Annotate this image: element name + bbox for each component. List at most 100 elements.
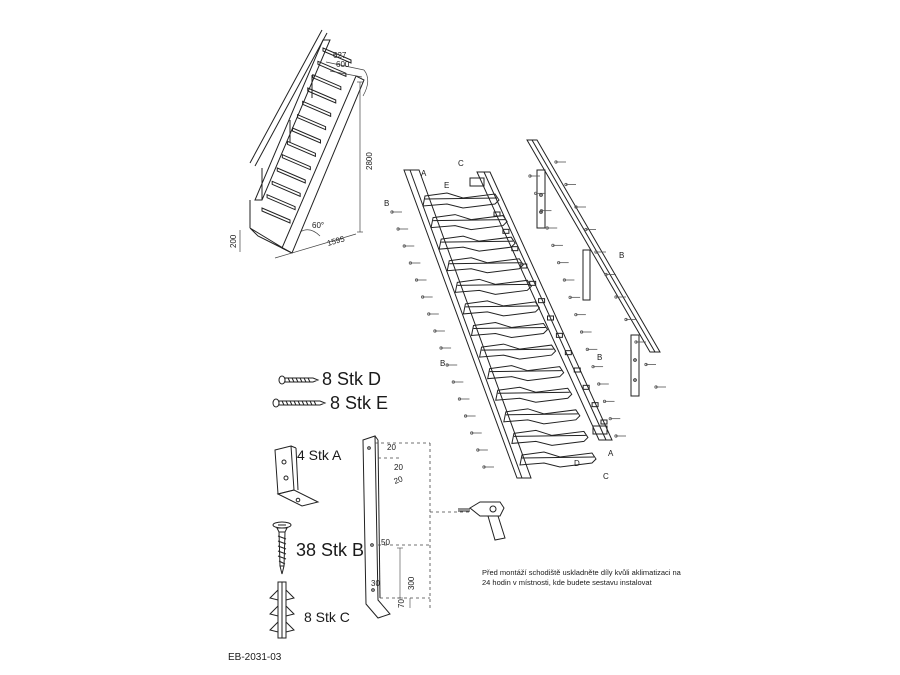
tread-edge [433,219,506,222]
screw-d-quantity: 8 Stk D [322,369,382,389]
exploded-staircase [403,169,613,479]
overview-tread [266,193,296,211]
marker-b-left-mid: B [440,359,445,368]
tread-edge [497,391,570,394]
screw-marker-head [402,244,406,248]
screw-e-quantity: 8 Stk E [330,393,389,413]
screw-marker-head [421,295,425,299]
screw-marker-head [551,243,555,247]
tread-edge [481,348,554,351]
acclimatization-note: Před montáží schodiště uskladněte díly k… [482,568,681,587]
overview-tread [297,113,327,131]
tread-edge [473,327,546,329]
screw-d-icon [278,375,320,385]
screw-marker-head [624,317,628,322]
tread [462,300,541,317]
screw-marker-head [482,465,486,469]
dim-20-c: 20 [393,474,405,486]
dim-20-b: 20 [394,463,403,472]
dim-300: 300 [407,576,416,590]
dim-2800: 2800 [365,152,374,170]
screw-markers [390,160,666,469]
marker-e-top: E [444,181,449,190]
dim-200: 200 [229,234,238,248]
marker-c-bottom: C [603,472,609,481]
screw-marker-head [427,312,431,316]
stringer-slot [555,332,563,338]
stringer-dimension-lines [397,547,411,608]
screw-marker-head [463,414,468,418]
stringer-slot [573,367,581,373]
screw-marker-head [557,261,561,265]
tread [438,235,516,252]
screw-marker-head [579,330,584,334]
overview-treads [261,47,352,224]
tread [519,451,597,468]
anchor-c-quantity: 8 Stk C [304,609,350,625]
drill-icon [458,501,506,541]
marker-d-bottom: D [574,459,580,468]
dim-627: 627 [333,51,347,60]
screw-e-icon [272,398,327,408]
overview-tread [322,47,352,64]
screw-marker-head [396,227,400,231]
overview-tread [276,167,306,184]
screw-marker-head [594,250,598,254]
screw-marker-head [445,363,449,367]
stringer-slot [511,246,519,252]
handrail-assembly [526,139,661,397]
stringer-slot [538,298,546,304]
overview-tread [307,87,337,104]
screw-marker-head [602,399,607,403]
screw-marker-head [568,295,572,299]
exploded-treads [422,192,608,468]
wall-anchor-c-icon [269,581,295,639]
screw-marker-head [539,209,544,213]
tread [503,408,581,425]
marker-b-left-top: B [384,199,389,208]
screw-marker-head [584,227,588,232]
marker-b-right-mid: B [597,353,602,362]
tread [487,365,565,382]
stringer-slot [582,384,590,390]
stringer-slot [547,315,554,321]
angle-bracket-a-icon [274,445,320,507]
screw-b-quantity: 38 Stk B [296,540,365,560]
screw-marker-head [433,329,437,333]
tread-edge [489,370,562,373]
tread-edge [521,456,595,459]
marker-c-top: C [458,159,464,168]
tread [511,429,589,446]
screw-marker-head [585,347,589,351]
dim-70: 70 [397,599,406,608]
screw-marker-head [545,226,549,230]
document-code: EB-2031-03 [228,652,282,663]
tread-edge [424,197,498,200]
overview-tread [317,60,347,78]
tread-edge [505,413,578,416]
marker-a-bottom: A [608,449,614,458]
screw-marker-head [562,278,567,282]
screw-marker-head [614,434,618,438]
dim-30: 30 [371,579,380,588]
tread-edge [513,434,586,437]
screw-marker-head [591,365,595,369]
screw-marker-head [470,431,474,435]
wood-screw-b-icon [272,521,292,575]
screw-marker-head [634,340,638,344]
tread [495,386,573,403]
screw-marker-head [574,313,578,317]
marker-b-handrail: B [619,251,624,260]
screw-marker-head [644,362,648,367]
tread-edge [465,305,538,308]
dim-20-a: 20 [387,443,396,452]
screw-marker-head [654,385,658,389]
overview-tread [271,180,301,198]
overview-tread [281,153,311,171]
stringer-slot [600,419,608,425]
overview-tread [302,100,332,118]
screw-marker-head [476,448,480,452]
tread [446,257,524,274]
screw-marker-head [408,261,412,265]
